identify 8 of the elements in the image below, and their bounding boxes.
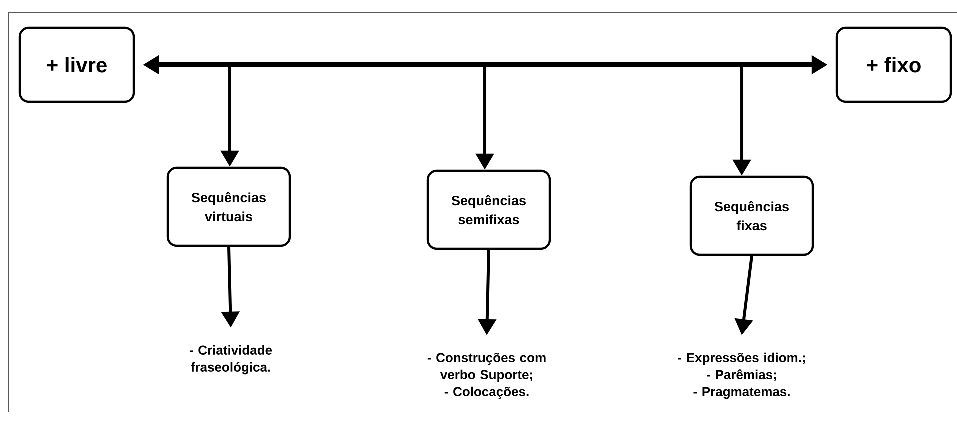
- example-list: - Criatividade fraseológica.: [190, 345, 272, 375]
- pole-box: + livre: [18, 26, 136, 104]
- category-box: Sequências fixas: [690, 176, 814, 256]
- pole-box: + fixo: [836, 26, 952, 104]
- category-box: Sequências virtuais: [166, 166, 292, 248]
- category-box: Sequências semifixas: [426, 170, 552, 250]
- example-list: - Expressões idiom.; - Parêmias; - Pragmatemas.: [678, 352, 806, 400]
- example-list: - Construções com verbo Suporte; - Colocações.: [428, 352, 546, 400]
